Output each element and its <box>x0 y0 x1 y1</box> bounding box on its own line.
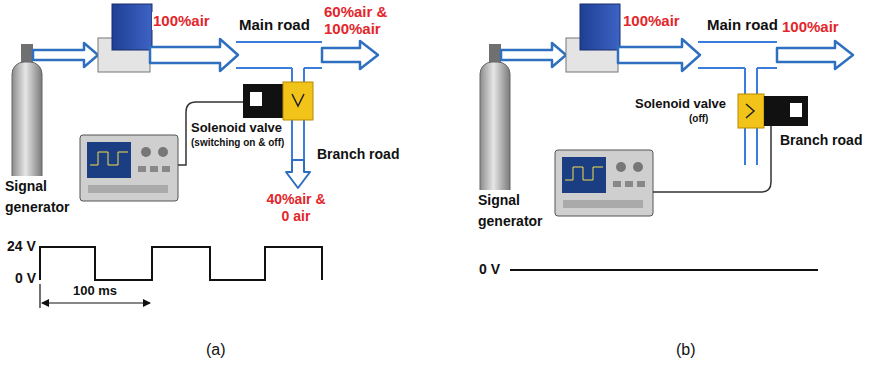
flow-arrow <box>322 41 378 69</box>
button-row <box>563 200 643 208</box>
pipe-wall <box>304 67 322 69</box>
flow-value: 100%air <box>781 18 840 36</box>
pipe-wall <box>698 67 745 69</box>
screen-trace <box>90 152 128 165</box>
button <box>150 166 158 172</box>
flow-arrow <box>286 160 310 188</box>
dimension-arrowhead <box>41 299 49 307</box>
knob <box>633 162 643 172</box>
valve-symbol <box>292 94 304 106</box>
panel-label: (b) <box>675 340 697 359</box>
valve-body <box>764 96 808 126</box>
valve-body <box>243 84 283 118</box>
mass-flow-controller <box>566 4 620 72</box>
voltage-level: 0 V <box>14 270 37 287</box>
part-note: (off) <box>688 113 709 125</box>
knob <box>616 162 626 172</box>
pipe-wall <box>757 67 777 69</box>
signal-wire <box>653 126 771 192</box>
zero-signal-line <box>510 269 818 271</box>
flow-arrow <box>501 43 566 67</box>
generator-screen <box>562 157 606 193</box>
valve-fitting <box>283 82 313 120</box>
signal-generator <box>80 135 178 201</box>
part-name: Solenoid valve <box>634 96 727 112</box>
valve-symbol <box>746 104 754 118</box>
flow-arrow <box>33 43 98 67</box>
signal-generator <box>555 150 653 216</box>
gas-cylinder <box>480 44 510 212</box>
screen-trace <box>565 167 603 180</box>
part-name: Solenoid valve <box>190 120 283 136</box>
panel-label: (a) <box>205 340 227 359</box>
button <box>162 166 170 172</box>
voltage-level: 24 V <box>6 238 37 255</box>
flow-arrow <box>777 41 853 69</box>
knob <box>158 147 168 157</box>
square-wave <box>40 247 322 280</box>
solenoid-valve <box>738 94 808 128</box>
button <box>637 181 645 187</box>
generator-screen <box>87 142 131 178</box>
flow-arrow <box>150 39 238 71</box>
mfc-head <box>112 4 152 50</box>
part-name: Signal generator <box>4 176 78 218</box>
dimension-tick <box>39 284 40 308</box>
valve-window <box>250 92 262 106</box>
part-note: (switching on & off) <box>190 137 285 149</box>
mass-flow-controller <box>98 4 152 72</box>
dimension-label: 100 ms <box>72 283 118 299</box>
generator-case <box>80 135 178 201</box>
valve-window <box>790 103 802 117</box>
pipe-name: Branch road <box>316 146 400 163</box>
dimension-arrowhead <box>143 299 151 307</box>
valve-fitting <box>738 94 764 128</box>
flow-value: 60%air & 100%air <box>323 3 401 38</box>
dimension-line <box>42 302 150 303</box>
flow-arrow <box>618 39 700 71</box>
flow-value: 40%air & 0 air <box>262 191 330 225</box>
pipe-wall <box>236 67 292 69</box>
button <box>613 181 621 187</box>
flow-value: 100%air <box>622 12 681 30</box>
pipe-name: Main road <box>706 16 779 34</box>
flow-value: 100%air <box>152 12 211 30</box>
solenoid-valve <box>243 82 313 120</box>
mfc-head <box>580 4 620 50</box>
button <box>138 166 146 172</box>
button-row <box>88 185 168 193</box>
knob <box>141 147 151 157</box>
pipe-wall <box>698 41 777 43</box>
generator-case <box>555 150 653 216</box>
voltage-level: 0 V <box>478 261 501 278</box>
pipe-name: Main road <box>238 16 311 34</box>
pipe-wall <box>236 41 322 43</box>
button <box>625 181 633 187</box>
part-name: Signal generator <box>477 190 551 232</box>
pipe-name: Branch road <box>779 132 863 149</box>
